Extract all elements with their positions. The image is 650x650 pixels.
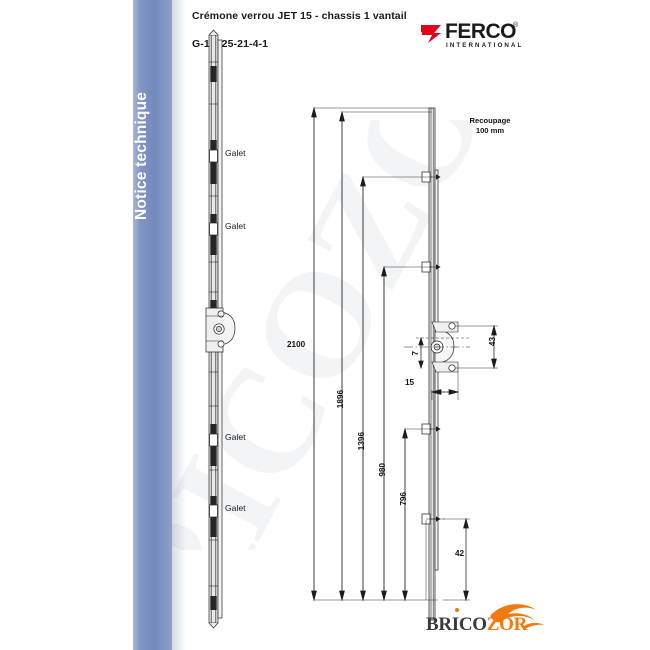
galet-roller-1 [209,149,218,163]
ferco-logo: FERCO ® INTERNATIONAL [420,20,528,52]
profile-roller-1 [421,171,431,183]
galet-roller-4 [209,504,218,518]
galet-label-2: Galet [225,221,246,231]
dimension-7: 7 [411,351,420,356]
dimension-15: 15 [405,378,415,387]
ferco-arrow-icon [421,25,441,43]
sidebar-title: Notice technique [133,91,150,221]
ferco-subtitle: INTERNATIONAL [446,42,524,49]
bricozor-wordmark: BRICOZOR [426,614,527,636]
galet-label-4: Galet [225,503,246,513]
galet-label-1: Galet [225,148,246,158]
bricozor-swoosh-icon [455,604,544,629]
galet-label-3: Galet [225,432,246,442]
faceplate [208,34,219,624]
lock-case [205,307,236,353]
bricozor-logo: BRICOZOR [424,600,546,640]
profile-roller-4 [421,513,431,525]
bricozor-watermark: BRICOZOR [150,120,550,550]
dimension-980: 980 [378,463,387,477]
recoupage-line-1: Recoupage [469,116,511,125]
dimension-1396: 1396 [357,432,366,451]
dimension-43: 43 [488,337,497,347]
recoupage-note: Recoupage 100 mm [455,116,525,137]
galet-roller-2 [209,222,218,236]
sidebar-shadow [172,0,186,650]
dimension-42: 42 [455,549,465,558]
ferco-wordmark: FERCO [445,20,517,43]
profile-roller-2 [421,261,431,273]
bricozor-word-part2: ZOR [486,614,528,635]
recoupage-line-2: 100 mm [475,126,505,136]
watermark-text: BRICOZOR [150,120,550,550]
dimension-796: 796 [399,492,408,506]
profile-roller-3 [421,423,431,435]
reference-code: G-12425-21-4-1 [192,38,269,50]
bricozor-word-part1: BRICO [426,614,487,635]
sidebar-band [133,0,172,650]
profile-lock-head [430,321,459,373]
dimension-1896: 1896 [336,390,345,409]
galet-roller-3 [209,433,218,447]
page-title: Crémone verrou JET 15 - chassis 1 vantai… [192,10,407,22]
ferco-registered-mark: ® [513,22,519,29]
profile-faceplate [428,107,436,621]
dimension-2100: 2100 [287,340,306,349]
